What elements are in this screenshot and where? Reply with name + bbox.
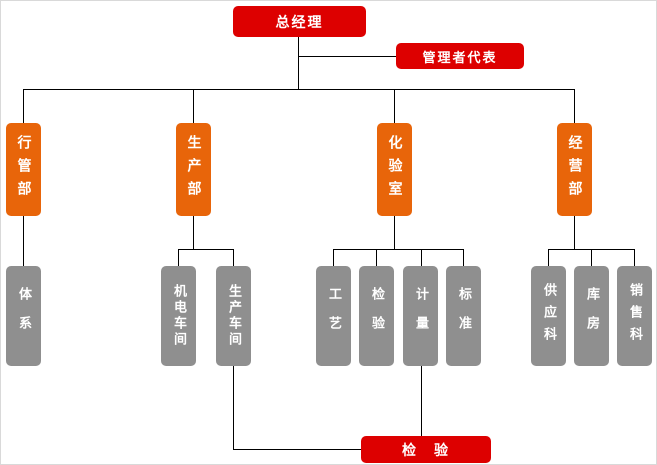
node-management-representative: 管理者代表 [396,43,524,69]
connector [333,249,464,250]
node-dept-lab: 化验室 [377,123,412,216]
node-section-supply: 供应科 [531,266,566,366]
node-general-manager: 总经理 [233,6,366,37]
node-dept-production: 生产部 [176,123,211,216]
connector [23,89,575,90]
connector [23,89,24,123]
connector [574,216,575,249]
node-section-inspection: 检验 [359,266,394,366]
connector [233,249,234,266]
connector [634,249,635,266]
node-section-process: 工艺 [316,266,351,366]
connector [298,37,299,89]
node-section-warehouse: 库房 [574,266,609,366]
connector [178,249,234,250]
node-section-metrology: 计量 [403,266,438,366]
connector [333,249,334,266]
connector [233,366,234,450]
node-section-standards: 标准 [446,266,481,366]
connector [178,249,179,266]
connector [394,89,395,123]
connector [591,249,592,266]
connector [394,216,395,249]
connector [233,449,361,450]
node-section-system: 体系 [6,266,41,366]
connector [574,89,575,123]
connector [463,249,464,266]
connector [23,216,24,266]
node-dept-business: 经营部 [557,123,592,216]
node-section-mech-workshop: 机电车间 [161,266,196,366]
connector [421,366,422,436]
node-section-sales: 销售科 [617,266,652,366]
connector [193,216,194,249]
connector [376,249,377,266]
connector [193,89,194,123]
connector [298,56,396,57]
node-section-prod-workshop: 生产车间 [216,266,251,366]
node-dept-admin: 行管部 [6,123,41,216]
connector [548,249,549,266]
connector [421,249,422,266]
node-final-inspection: 检 验 [361,436,491,463]
